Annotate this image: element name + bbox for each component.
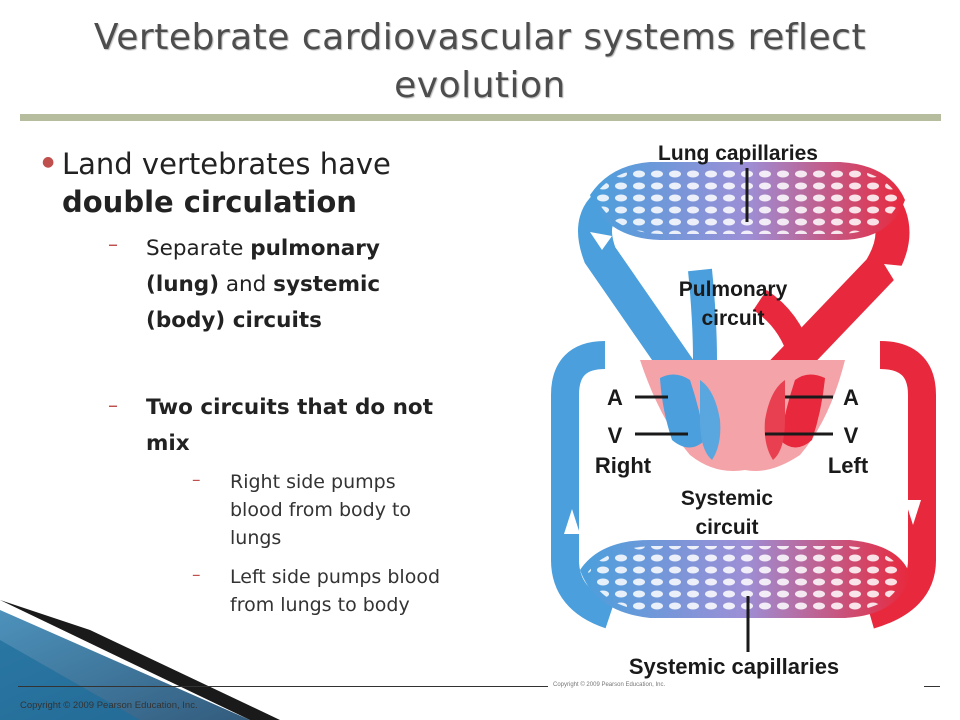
decorative-wedge (0, 600, 280, 720)
sub-bullet-word: and (225, 272, 267, 297)
label-pulmonary-line-1: Pulmonary (679, 278, 788, 301)
bullet-marker: ● (42, 154, 55, 170)
title-line-2: evolution (394, 65, 566, 106)
label-systemic-line-1: Systemic (681, 487, 774, 510)
bullet-bold-text: double circulation (62, 185, 357, 219)
heart (640, 360, 845, 471)
label-left-ventricle: V (844, 423, 859, 448)
slide-title: Vertebrate cardiovascular systems reflec… (20, 14, 940, 110)
systemic-capillaries (580, 540, 910, 618)
leader-lines (635, 168, 833, 652)
label-left-atrium: A (843, 385, 859, 410)
sub-bullet-circuits: Separate pulmonary (lung) and systemic (… (146, 231, 446, 339)
footer-divider (18, 686, 548, 687)
sub-bullet-no-mix: Two circuits that do not mix (146, 395, 433, 456)
label-pulmonary-line-2: circuit (701, 307, 764, 330)
label-left-side: Left (828, 453, 869, 478)
dash-marker: – (192, 470, 201, 490)
sub-sub-bullet-left: Left side pumps blood from lungs to body (230, 566, 441, 616)
label-lung-capillaries: Lung capillaries (658, 142, 818, 165)
flow-arrows (564, 232, 921, 534)
diagram-copyright: Copyright © 2009 Pearson Education, Inc. (553, 682, 666, 688)
label-systemic-capillaries: Systemic capillaries (629, 654, 839, 679)
bullet-double-circulation: Land vertebrates have double circulation (62, 145, 462, 221)
sub-sub-bullet-right: Right side pumps blood from body to lung… (230, 471, 412, 549)
title-divider (20, 114, 941, 121)
sub-bullet-word: Separate (146, 236, 244, 261)
bullet-text: Land vertebrates have (62, 147, 391, 181)
footer-divider-right (924, 686, 940, 687)
sub-bullet-systemic: systemic (body) circuits (146, 272, 381, 333)
dash-marker: – (108, 393, 118, 417)
dash-marker: – (108, 232, 118, 256)
dash-marker: – (192, 565, 201, 585)
slide-copyright: Copyright © 2009 Pearson Education, Inc. (20, 700, 198, 711)
title-line-1: Vertebrate cardiovascular systems reflec… (93, 17, 867, 58)
label-right-ventricle: V (608, 423, 623, 448)
label-systemic-line-2: circuit (695, 516, 758, 539)
label-right-atrium: A (607, 385, 623, 410)
sub-bullet-pulmonary: pulmonary (lung) (146, 236, 380, 297)
label-right-side: Right (595, 453, 652, 478)
systemic-loop (551, 341, 936, 629)
